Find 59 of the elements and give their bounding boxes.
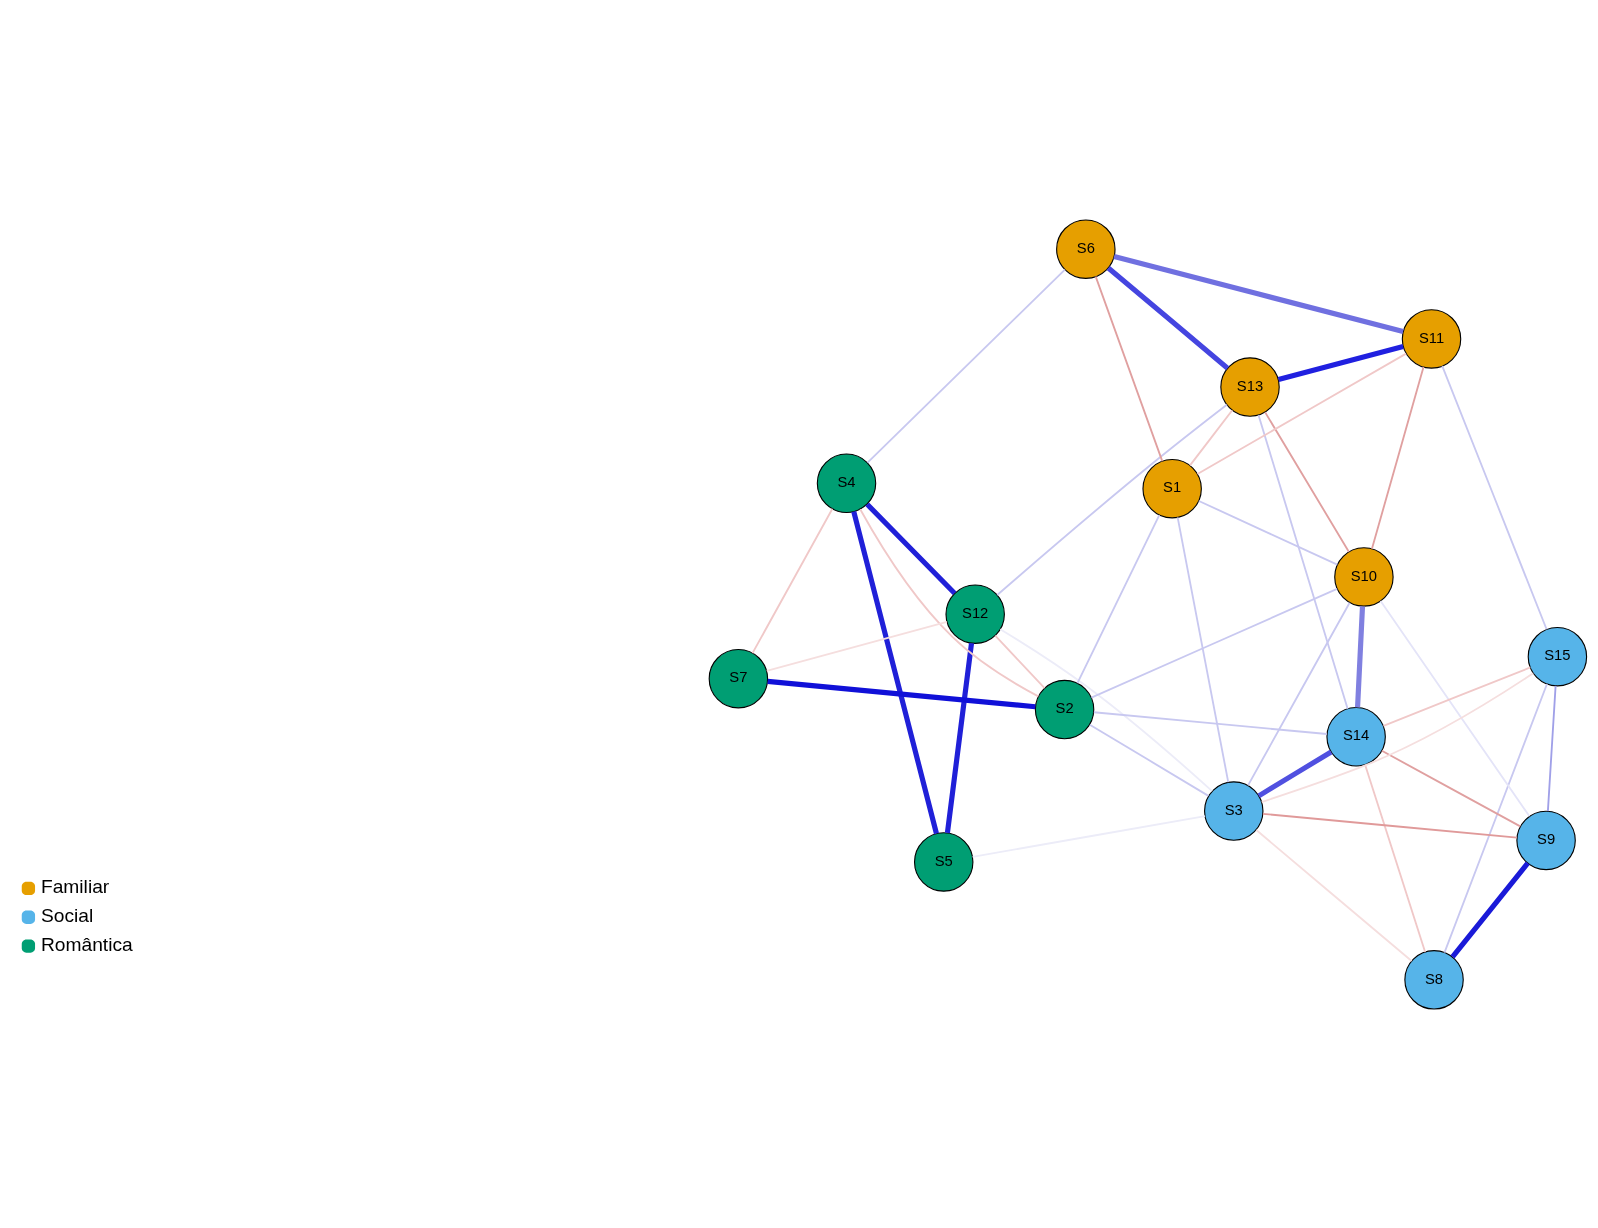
connector [851,510,939,834]
connector [1196,352,1407,475]
connector [865,502,957,595]
connector [1257,413,1349,710]
node-circle: S12 [945,583,1005,644]
connector [1113,253,1404,334]
connector [1371,365,1425,550]
legend-label: Social [40,904,94,926]
connector [1076,513,1161,684]
node-circle: S11 [1401,308,1462,369]
connector [1247,601,1351,786]
connector [1257,749,1333,798]
connector [1088,723,1210,797]
connector [1441,364,1548,630]
connector [1092,710,1328,735]
connector [751,507,834,654]
connector [1090,587,1338,699]
node-circle: S14 [1326,706,1386,766]
connector [994,634,1046,689]
node-circle: S15 [1527,626,1588,686]
connector [1264,410,1350,553]
connector [1546,684,1557,812]
node-circle: S6 [1056,218,1116,279]
connector [859,507,1040,697]
connector [1355,605,1366,708]
connector [765,620,948,672]
legend-label: Romântica [40,933,133,955]
connector [1380,749,1522,827]
connector [1176,515,1230,783]
node-circle: S1 [1142,458,1202,518]
connector [1198,499,1339,566]
node-circle: S10 [1334,546,1394,607]
connector [1262,812,1518,839]
node-circle: S8 [1404,949,1464,1010]
connector [1255,828,1413,962]
connector [866,268,1066,464]
legend-label: Familiar [40,875,110,897]
connector [944,642,975,833]
connector [999,627,1214,792]
node-circle: S2 [1034,679,1095,739]
node-circle: S7 [708,648,769,708]
connector [1379,599,1531,817]
connector [1277,343,1404,382]
connector [767,678,1036,709]
node-circle: S13 [1220,356,1280,417]
connector [971,814,1206,858]
node-circle: S4 [816,453,877,513]
connector [1443,682,1548,953]
node-circle: S3 [1204,780,1264,841]
node-circle: S9 [1516,810,1576,870]
connector [1189,408,1234,466]
connector [1106,265,1230,370]
connector [1260,671,1535,803]
connector [1364,763,1427,953]
connector [996,403,1228,596]
connector [1094,275,1164,462]
connector [1450,861,1530,958]
connector [1382,666,1532,727]
node-circle: S5 [913,831,974,892]
